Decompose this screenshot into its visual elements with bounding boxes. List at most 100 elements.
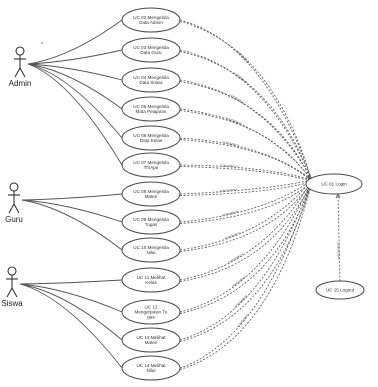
use-case-logout: UC 15 Logout bbox=[315, 280, 365, 300]
use-case-uc08-oval bbox=[121, 181, 181, 207]
use-case-uc13-label: UC 13 Melihat bbox=[136, 335, 166, 340]
include-label: <<include>> bbox=[228, 93, 245, 105]
association-siswa-uc11 bbox=[19, 279, 123, 285]
use-case-uc07-oval bbox=[121, 152, 181, 178]
use-case-uc14-oval bbox=[121, 355, 181, 381]
include-uc06-login-echo bbox=[179, 139, 313, 182]
actor-name-guru: Guru bbox=[5, 215, 23, 224]
use-case-logout-label: UC 15 Logout bbox=[326, 288, 355, 293]
include-uc11-login-echo bbox=[179, 181, 313, 282]
use-case-uc12-label: Mengerjakan Tu bbox=[135, 310, 168, 315]
use-case-uc12-label: gas bbox=[147, 315, 155, 320]
use-case-uc14-label: UC 14 Melihat bbox=[136, 363, 166, 368]
actor-name-admin: Admin bbox=[9, 79, 32, 88]
include-uc11-login bbox=[179, 179, 313, 281]
association-guru-uc10 bbox=[21, 199, 123, 251]
include-uc08-login bbox=[179, 179, 313, 195]
association-admin-uc06 bbox=[27, 63, 123, 139]
use-case-uc07-label: UC 07 Mengelola bbox=[133, 160, 169, 165]
association-admin-uc07 bbox=[27, 63, 123, 166]
include-uc07-login-echo bbox=[179, 166, 313, 182]
include-uc09-login-echo bbox=[179, 181, 313, 224]
use-case-uc03-oval bbox=[121, 37, 181, 63]
actor-right-leg bbox=[13, 203, 20, 214]
include-uc03-login bbox=[179, 49, 313, 181]
association-guru-uc09 bbox=[21, 199, 123, 223]
actor-siswa bbox=[6, 266, 18, 298]
actor-guru bbox=[8, 182, 20, 214]
association-siswa-uc13 bbox=[19, 283, 123, 341]
use-case-uc05-oval bbox=[121, 96, 181, 122]
include-uc12-login bbox=[179, 179, 313, 313]
use-case-uc13-oval bbox=[121, 327, 181, 353]
use-case-uc06-label: Data Kelas bbox=[140, 138, 163, 143]
use-case-uc10-oval bbox=[121, 237, 181, 263]
use-case-uc04-label: Data Siswa bbox=[139, 80, 163, 85]
use-case-login-label: UC 01 Login bbox=[321, 182, 347, 187]
include-label: <<include>> bbox=[220, 163, 238, 168]
include-uc02-login bbox=[179, 19, 313, 181]
use-case-uc09-label: UC 09 Mengelola bbox=[133, 217, 169, 222]
use-case-uc12-oval bbox=[121, 299, 181, 325]
include-uc12-login-echo bbox=[179, 181, 313, 314]
use-case-uc11-oval bbox=[121, 267, 181, 293]
association-admin-uc03 bbox=[27, 49, 123, 65]
include-uc05-login bbox=[179, 108, 313, 181]
include-uc14-login-echo bbox=[179, 181, 313, 370]
use-case-uc06-oval bbox=[121, 125, 181, 151]
use-case-uc09-oval bbox=[121, 209, 181, 235]
association-lines bbox=[19, 19, 123, 369]
use-case-uc11-label: UC 11 Melihat bbox=[137, 275, 166, 280]
include-uc05-login-echo bbox=[179, 110, 313, 182]
include-uc13-login-echo bbox=[179, 181, 313, 342]
use-case-uc02-oval bbox=[121, 7, 181, 33]
actor-right-leg bbox=[19, 67, 26, 78]
include-label: <<include>> bbox=[227, 252, 244, 264]
use-case-login: UC 01 Login bbox=[305, 173, 363, 195]
actor-name-siswa: Siswa bbox=[1, 299, 23, 308]
association-siswa-uc14 bbox=[19, 283, 123, 369]
association-siswa-uc12 bbox=[19, 283, 123, 313]
use-case-uc06-label: UC 06 Mengelola bbox=[133, 133, 169, 138]
use-case-uc05-label: UC 05 Mengelola bbox=[133, 104, 169, 109]
include-uc04-login bbox=[179, 79, 313, 181]
include-uc14-login bbox=[179, 179, 313, 369]
association-admin-uc02 bbox=[27, 19, 123, 65]
include-uc08-login-echo bbox=[179, 181, 313, 196]
use-case-uc02-label: Data Admin bbox=[139, 20, 163, 25]
actor-head bbox=[15, 46, 25, 56]
use-case-uc08-label: Materi bbox=[145, 194, 158, 199]
include-label: <<include>> bbox=[224, 230, 242, 240]
actor-left-leg bbox=[8, 203, 15, 214]
association-admin-uc05 bbox=[27, 63, 123, 110]
include-uc03-login-echo bbox=[179, 51, 313, 182]
include-label: <<include>> bbox=[225, 116, 243, 126]
include-uc06-login bbox=[179, 137, 313, 181]
use-case-uc07-label: Th/Ajar bbox=[144, 165, 159, 170]
include-label: <<include>> bbox=[220, 187, 238, 192]
association-guru-uc08 bbox=[21, 193, 123, 201]
include-label: <<include>> bbox=[221, 209, 239, 217]
use-case-uc13-label: Materi bbox=[145, 340, 158, 345]
use-case-uc12-label: UC 12 bbox=[144, 305, 157, 310]
include-uc10-login bbox=[179, 179, 313, 251]
use-case-uc10-label: UC 10 Mengelola bbox=[133, 245, 169, 250]
use-case-uc08-label: UC 08 Mengelola bbox=[133, 189, 169, 194]
use-case-uc03-label: UC 03 Mengelola bbox=[133, 45, 169, 50]
include-label: <<include>> bbox=[231, 274, 247, 288]
include-label: <<include>> bbox=[232, 70, 249, 84]
include-label: <<include>> bbox=[222, 140, 240, 148]
actor-head bbox=[9, 182, 19, 192]
use-case-uc10-label: Nilai bbox=[147, 250, 156, 255]
